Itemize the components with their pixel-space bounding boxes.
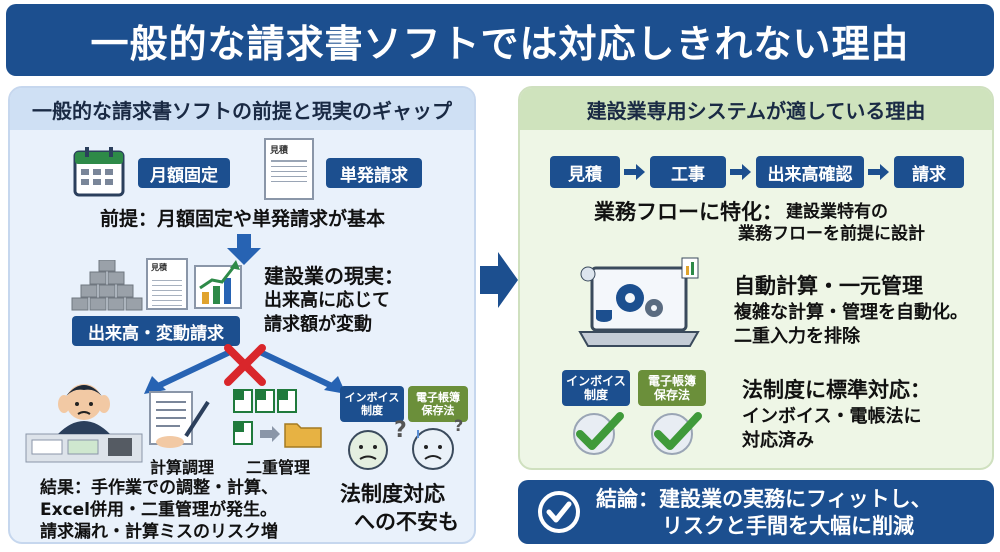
feature-3-title: 法制度に標準対応： (742, 378, 931, 402)
feature-1-title: 業務フローに特化： (594, 200, 783, 224)
cross-icon (224, 344, 266, 386)
tag-invoice-system-right: インボイス制度 (562, 370, 630, 406)
law-anxiety-line-2: への不安も (354, 510, 459, 534)
growth-chart-icon (194, 260, 242, 309)
title-banner: 一般的な請求書ソフトでは対応しきれない理由 (6, 4, 994, 76)
worried-face-icon-2 (412, 428, 454, 470)
arrow-right-icon (480, 252, 518, 308)
flow-arrow-2 (730, 164, 751, 180)
feature-2-title: 自動計算・一元管理 (734, 274, 923, 298)
question-mark-1: ? (394, 418, 407, 443)
branch-arrows (144, 349, 346, 394)
tag-invoice-system-left: インボイス制度 (340, 386, 404, 422)
question-mark-2: ? (454, 416, 464, 435)
premise-text: 前提：月額固定や単発請求が基本 (100, 208, 386, 230)
page-title: 一般的な請求書ソフトでは対応しきれない理由 (90, 21, 910, 66)
law-anxiety-line-1: 法制度対応 (340, 482, 445, 506)
tag-e-ledger-right: 電子帳簿保存法 (638, 370, 706, 406)
right-panel-heading: 建設業専用システムが適している理由 (520, 88, 992, 130)
feature-2-line-2: 二重入力を排除 (734, 326, 860, 347)
calendar-icon (73, 147, 125, 197)
document-icon: 見積 (264, 138, 314, 200)
gold-bars-icon (71, 260, 143, 311)
feature-3-line-1: インボイス・電帳法に (742, 406, 922, 427)
calculation-sheet-icon (149, 391, 210, 448)
conclusion-line-2: リスクと手間を大幅に削減 (662, 514, 914, 539)
tag-monthly-fixed: 月額固定 (138, 158, 230, 188)
conclusion-line-1: 結論：建設業の実務にフィットし、 (596, 487, 932, 511)
feature-1-line-1: 建設業特有の (786, 202, 888, 222)
tag-single-billing: 単発請求 (326, 158, 422, 188)
check-icon-2 (651, 412, 702, 455)
tag-e-ledger-left: 電子帳簿保存法 (408, 386, 468, 422)
flow-arrow-3 (868, 164, 889, 180)
conclusion-text: 結論：建設業の実務にフィットし、 リスクと手間を大幅に削減 (596, 486, 932, 541)
arrow-down-icon (227, 234, 261, 265)
right-panel-reasons: 建設業専用システムが適している理由 見積 工事 出来高確認 請求 業務フローに特… (518, 86, 994, 470)
reality-title: 建設業の現実： (264, 264, 404, 288)
reality-line-2: 請求額が変動 (264, 314, 372, 335)
conclusion-banner: 結論：建設業の実務にフィットし、 リスクと手間を大幅に削減 (518, 480, 994, 544)
tag-progress-billing: 出来高・変動請求 (72, 316, 240, 346)
feature-1-line-2: 業務フローを前提に設計 (738, 224, 925, 244)
check-circle-icon (538, 491, 580, 533)
left-panel-gap: 一般的な請求書ソフトの前提と現実のギャップ 月額固定 見積 単発請求 前提：月額… (8, 86, 476, 544)
stressed-person-icon (25, 384, 143, 463)
invoice-icon: 見積 (146, 258, 188, 310)
left-panel-heading: 一般的な請求書ソフトの前提と現実のギャップ (10, 88, 474, 130)
flow-step-progress-check: 出来高確認 (756, 156, 864, 188)
result-line-1: 結果：手作業での調整・計算、 (40, 478, 278, 498)
double-management-label: 二重管理 (246, 458, 311, 477)
flow-arrow-1 (624, 164, 645, 180)
flow-step-construction: 工事 (650, 156, 726, 188)
worried-face-icon (348, 430, 388, 470)
folder-icon (284, 423, 322, 448)
check-icon (573, 412, 624, 455)
flow-step-billing: 請求 (894, 156, 964, 188)
result-line-3: 請求漏れ・計算ミスのリスク増 (40, 522, 278, 542)
laptop-gears-icon (578, 257, 700, 347)
flow-step-estimate: 見積 (550, 156, 620, 188)
feature-3-line-2: 対応済み (742, 430, 814, 451)
calc-adjust-label: 計算調理 (150, 458, 215, 477)
document-label: 見積 (270, 146, 289, 156)
feature-2-line-1: 複雑な計算・管理を自動化。 (734, 302, 968, 323)
reality-line-1: 出来高に応じて (264, 290, 390, 311)
invoice-label: 見積 (151, 263, 167, 272)
excel-files-icon (233, 389, 297, 445)
result-line-2: Excel併用・二重管理が発生。 (40, 500, 278, 520)
